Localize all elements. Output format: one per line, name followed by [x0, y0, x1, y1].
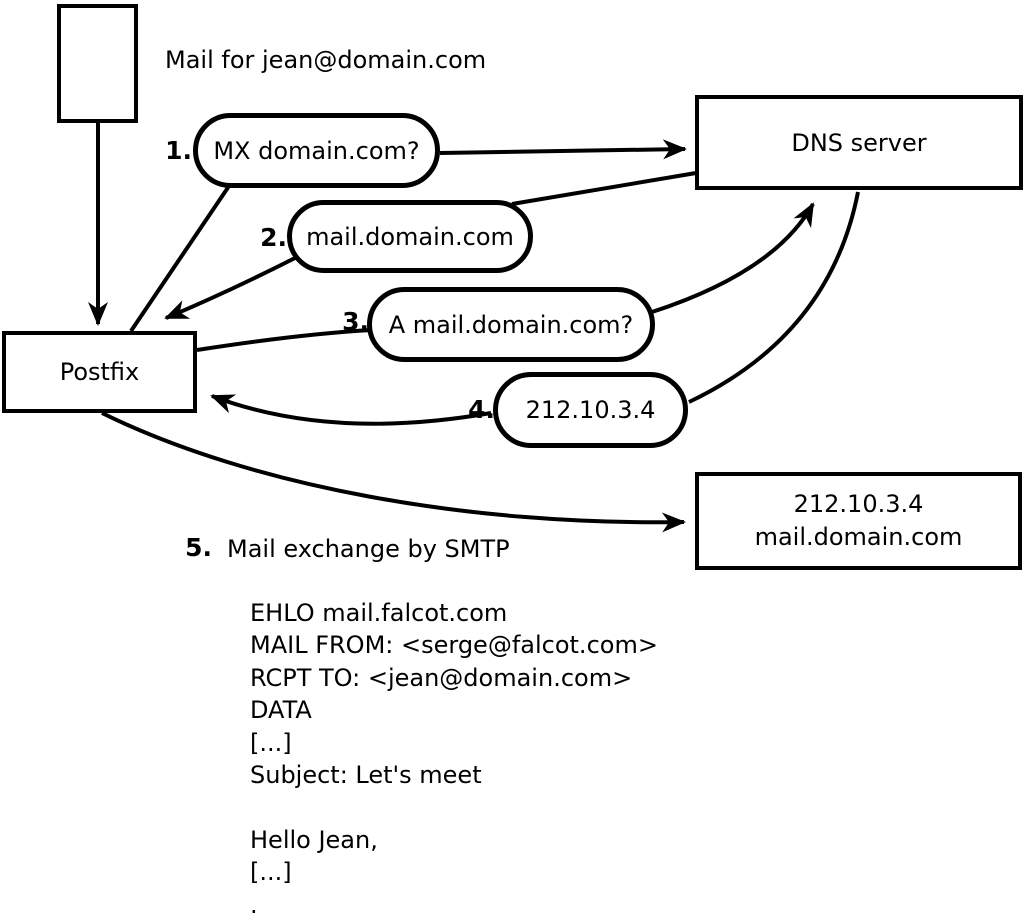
reply4-ip-pill: 212.10.3.4	[493, 372, 688, 448]
destination-server-node: 212.10.3.4 mail.domain.com	[695, 472, 1022, 570]
smtp-line-data: DATA	[250, 696, 312, 725]
smtp-line-greeting: Hello Jean,	[250, 825, 378, 854]
smtp-line-mail-from: MAIL FROM: <serge@falcot.com>	[250, 631, 658, 660]
reply2-label: mail.domain.com	[306, 222, 514, 251]
arrow-query1-to-dns	[439, 139, 687, 160]
smtp-line-ellipsis1: [...]	[250, 728, 292, 757]
smtp-line-subject: Subject: Let's meet	[250, 760, 482, 789]
line-postfix-to-query1	[129, 184, 231, 333]
line-dns-to-reply2	[511, 171, 697, 206]
step1-number: 1.	[165, 136, 192, 165]
reply4-label: 212.10.3.4	[525, 396, 656, 424]
step5-label: Mail exchange by SMTP	[227, 535, 510, 563]
diagram-title: Mail for jean@domain.com	[165, 46, 487, 74]
line-dns-to-reply4	[688, 191, 860, 404]
arrow-postfix-to-destination	[101, 411, 686, 533]
smtp-line-ehlo: EHLO mail.falcot.com	[250, 599, 508, 627]
query3-label: A mail.domain.com?	[388, 310, 634, 339]
query3-a-record-pill: A mail.domain.com?	[367, 287, 655, 362]
incoming-mail-envelope	[57, 4, 138, 123]
postfix-label: Postfix	[59, 358, 140, 386]
smtp-session-transcript: EHLO mail.falcot.com MAIL FROM: <serge@f…	[250, 597, 658, 919]
arrow-reply2-to-postfix	[164, 256, 296, 320]
query1-label: MX domain.com?	[213, 136, 420, 165]
query1-mx-pill: MX domain.com?	[193, 113, 440, 188]
step4-number: 4.	[468, 395, 495, 424]
line-postfix-to-query3	[196, 328, 373, 352]
destination-hostname: mail.domain.com	[754, 523, 963, 551]
arrow-reply4-to-postfix	[210, 394, 492, 426]
smtp-line-end-dot: .	[250, 890, 258, 919]
smtp-line-rcpt-to: RCPT TO: <jean@domain.com>	[250, 663, 633, 692]
dns-server-label: DNS server	[791, 128, 927, 157]
smtp-line-blank	[250, 791, 658, 823]
arrow-query3-to-dns	[651, 202, 815, 314]
dns-server-node: DNS server	[695, 95, 1023, 190]
step3-number: 3.	[342, 307, 369, 336]
smtp-line-ellipsis2: [...]	[250, 858, 292, 887]
destination-ip: 212.10.3.4	[793, 490, 924, 518]
step2-number: 2.	[260, 223, 287, 252]
reply2-mailhost-pill: mail.domain.com	[287, 200, 533, 273]
postfix-node: Postfix	[2, 331, 197, 413]
step5-number: 5.	[185, 533, 212, 562]
